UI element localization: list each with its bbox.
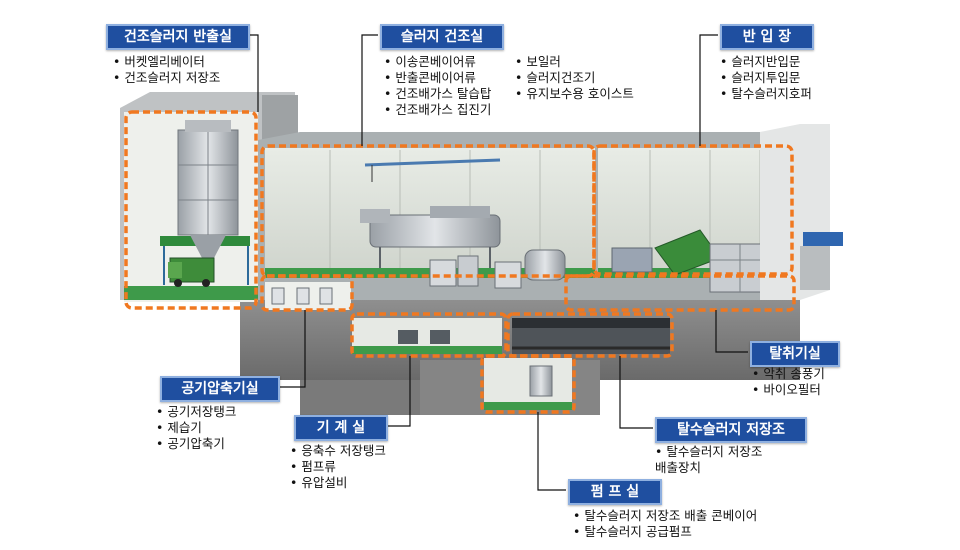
list-item: 제습기 — [156, 420, 236, 436]
leader-lines — [248, 34, 748, 491]
leader-machine — [386, 356, 411, 427]
list-dewatered-storage: 탈수슬러지 저장조 배출장치 — [655, 444, 762, 476]
list-item: 슬러지투입문 — [720, 70, 812, 86]
label-pump-room: 펌 프 실 — [568, 479, 662, 505]
list-item: 펌프류 — [290, 459, 386, 475]
list-machine: 응축수 저장탱크 펌프류 유압설비 — [290, 443, 386, 491]
list-drying-left: 이송콘베이어류 반출콘베이어류 건조배가스 탈습탑 건조배가스 집진기 — [384, 54, 491, 118]
list-item: 공기압축기 — [156, 436, 236, 452]
pump-room-equipment — [484, 358, 572, 410]
list-item: 악취 송풍기 — [752, 366, 824, 382]
list-receiving: 슬러지반입문 슬러지투입문 탈수슬러지호퍼 — [720, 54, 812, 102]
list-item: 이송콘베이어류 — [384, 54, 491, 70]
highlight-dry-discharge — [124, 110, 258, 310]
list-item: 슬러지건조기 — [515, 70, 634, 86]
list-pump: 탈수슬러지 저장조 배출 콘베이어 탈수슬러지 공급펌프 — [573, 508, 757, 540]
list-drying-right: 보일러 슬러지건조기 유지보수용 호이스트 — [515, 54, 634, 102]
list-item: 바이오필터 — [752, 382, 825, 398]
list-item: 보일러 — [515, 54, 634, 70]
label-dry-sludge-discharge-room: 건조슬러지 반출실 — [106, 24, 250, 50]
dewatered-storage-pit — [512, 318, 670, 354]
leader-deodor — [715, 310, 748, 353]
list-item: 버켓엘리베이터 — [113, 54, 220, 70]
storage-silo — [163, 120, 249, 285]
label-air-compressor-room: 공기압축기실 — [160, 376, 280, 402]
machine-room-equipment — [352, 318, 502, 354]
list-dry-sludge-discharge: 버켓엘리베이터 건조슬러지 저장조 — [113, 54, 220, 86]
label-sludge-drying-room: 슬러지 건조실 — [380, 24, 504, 50]
highlight-receiving — [592, 144, 794, 276]
list-item: 응축수 저장탱크 — [290, 443, 385, 459]
list-item: 반출콘베이어류 — [384, 70, 491, 86]
right-building — [760, 124, 843, 300]
list-item: 탈수슬러지 저장조 배출 콘베이어 — [573, 508, 757, 524]
overhead-hoist — [364, 158, 501, 182]
leader-receiving — [699, 34, 718, 146]
label-receiving-area: 반 입 장 — [720, 24, 814, 50]
list-item: 배출장치 — [655, 460, 702, 475]
leader-air-compressor — [277, 310, 306, 388]
label-machine-room: 기 계 실 — [294, 415, 388, 441]
highlight-machine-room — [350, 312, 508, 358]
list-item: 건조배가스 집진기 — [384, 102, 491, 118]
label-dewatered-sludge-storage: 탈수슬러지 저장조 — [655, 417, 807, 443]
highlight-deodor-room — [564, 274, 796, 312]
list-deodor: 악취 송풍기 바이오필터 — [752, 366, 825, 398]
list-item: 건조슬러지 저장조 — [113, 70, 220, 86]
list-item: 탈수슬러지호퍼 — [720, 86, 812, 102]
label-deodorization-room: 탈취기실 — [750, 341, 840, 367]
highlight-air-compressor — [260, 274, 354, 312]
list-air-compressor: 공기저장탱크 제습기 공기압축기 — [156, 404, 236, 452]
list-item: 탈수슬러지 공급펌프 — [573, 524, 757, 540]
list-item: 건조배가스 탈습탑 — [384, 86, 491, 102]
highlight-pump-room — [480, 354, 576, 414]
list-item: 탈수슬러지 저장조 — [655, 444, 762, 460]
leader-dewatered-storage — [619, 356, 653, 429]
room-highlights — [124, 110, 796, 414]
discharge-truck — [168, 257, 215, 287]
list-item: 유압설비 — [290, 475, 386, 491]
sludge-dryer — [360, 206, 566, 289]
leader-drying — [361, 34, 378, 146]
air-compressor-equipment — [265, 282, 351, 310]
highlight-dewatered-storage — [506, 312, 674, 358]
list-item: 슬러지반입문 — [720, 54, 812, 70]
list-item: 공기저장탱크 — [156, 404, 236, 420]
leader-dry-discharge — [248, 34, 259, 112]
list-item: 유지보수용 호이스트 — [515, 86, 633, 102]
leader-pump — [537, 412, 566, 491]
